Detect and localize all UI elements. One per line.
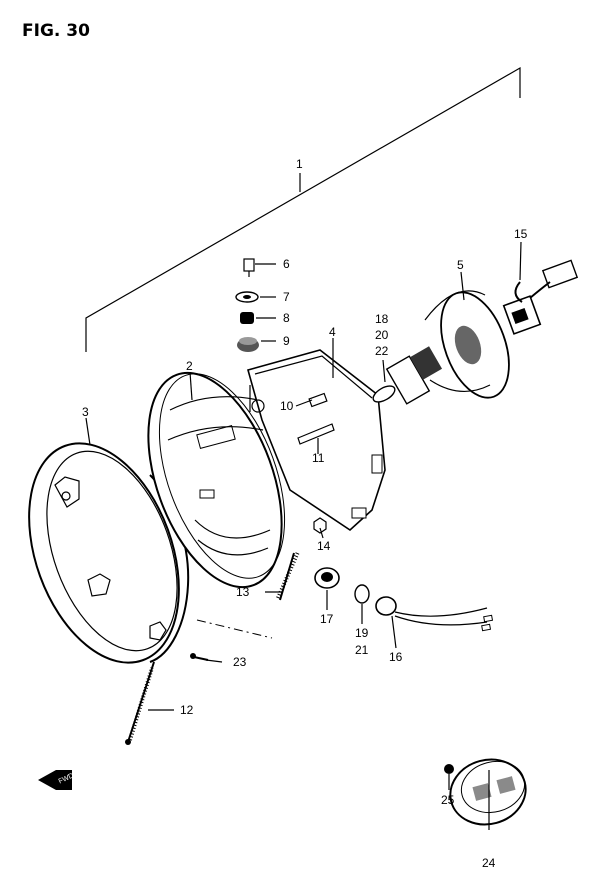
- part-label-20: 20: [375, 328, 389, 342]
- part-label-4: 4: [329, 325, 336, 339]
- headlight-rim-illustration: [28, 442, 190, 664]
- part-label-15: 15: [514, 227, 528, 241]
- bulb-illustration: [372, 346, 443, 405]
- part-label-5: 5: [457, 258, 464, 272]
- adjusting-screw-illustration: [196, 551, 300, 639]
- fwd-arrow-icon: FWD: [38, 770, 75, 790]
- part-label-11: 11: [312, 451, 325, 465]
- long-screw-illustration: [125, 661, 155, 745]
- part-label-24: 24: [482, 856, 496, 870]
- part-label-17: 17: [320, 612, 334, 626]
- part-label-1: 1: [296, 157, 303, 171]
- part-label-13: 13: [236, 585, 250, 599]
- headlight-housing-illustration: [247, 349, 386, 532]
- part-label-9: 9: [283, 334, 290, 348]
- part-label-7: 7: [283, 290, 290, 304]
- connector-illustration: [502, 259, 579, 335]
- part-label-10: 10: [280, 399, 294, 413]
- part-label-22: 22: [375, 344, 389, 358]
- assembly-bracket: [85, 66, 521, 352]
- bracket-parts-illustration: [297, 392, 335, 534]
- part-label-8: 8: [283, 311, 290, 325]
- figure-title: FIG. 30: [22, 21, 90, 41]
- part-label-12: 12: [180, 703, 194, 717]
- leader-lines: [85, 241, 522, 830]
- position-light-parts-illustration: [314, 567, 494, 632]
- part-label-2: 2: [186, 359, 193, 373]
- screw-23-illustration: [190, 653, 209, 661]
- part-labels: 1 2 3 4 5 6 7 8 9 10 11 12 13 14 15 16 1…: [82, 157, 528, 870]
- top-hardware-illustration: [235, 258, 259, 352]
- part-label-23: 23: [233, 655, 247, 669]
- lens-unit-illustration: [147, 371, 286, 589]
- part-label-21: 21: [355, 643, 369, 657]
- part-label-14: 14: [317, 539, 331, 553]
- part-label-6: 6: [283, 257, 290, 271]
- part-label-3: 3: [82, 405, 89, 419]
- part-label-25: 25: [441, 793, 455, 807]
- part-label-18: 18: [375, 312, 389, 326]
- part-label-16: 16: [389, 650, 403, 664]
- rubber-cover-illustration: [424, 290, 510, 399]
- reflector-illustration: [444, 758, 527, 826]
- part-label-19: 19: [355, 626, 369, 640]
